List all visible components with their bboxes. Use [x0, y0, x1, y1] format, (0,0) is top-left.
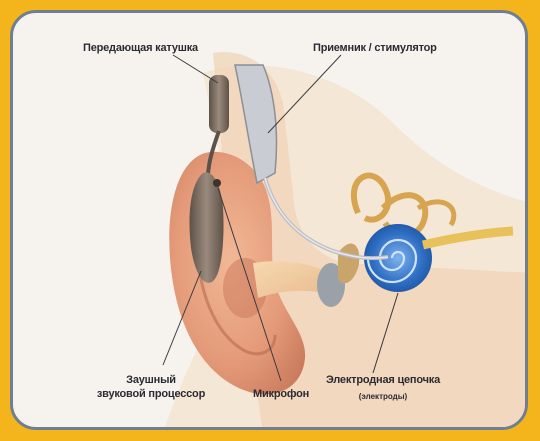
- label-receiver-stimulator: Приемник / стимулятор: [313, 43, 437, 54]
- label-microphone: Микрофон: [253, 389, 309, 400]
- label-transmitter-coil: Передающая катушка: [83, 43, 198, 54]
- label-electrode-array-sub: (электроды): [323, 393, 443, 401]
- label-electrode-array: Электродная цепочка: [323, 375, 443, 386]
- label-bte-processor-line1: Заушный: [91, 375, 211, 386]
- ear-anatomy-illustration: [13, 13, 528, 430]
- leader-transmitter-coil: [173, 55, 218, 83]
- label-bte-processor-line2: звуковой процессор: [91, 389, 211, 400]
- microphone-port: [213, 179, 221, 187]
- transmitter-coil: [209, 75, 229, 133]
- diagram-panel: Передающая катушка Приемник / стимулятор…: [10, 10, 528, 430]
